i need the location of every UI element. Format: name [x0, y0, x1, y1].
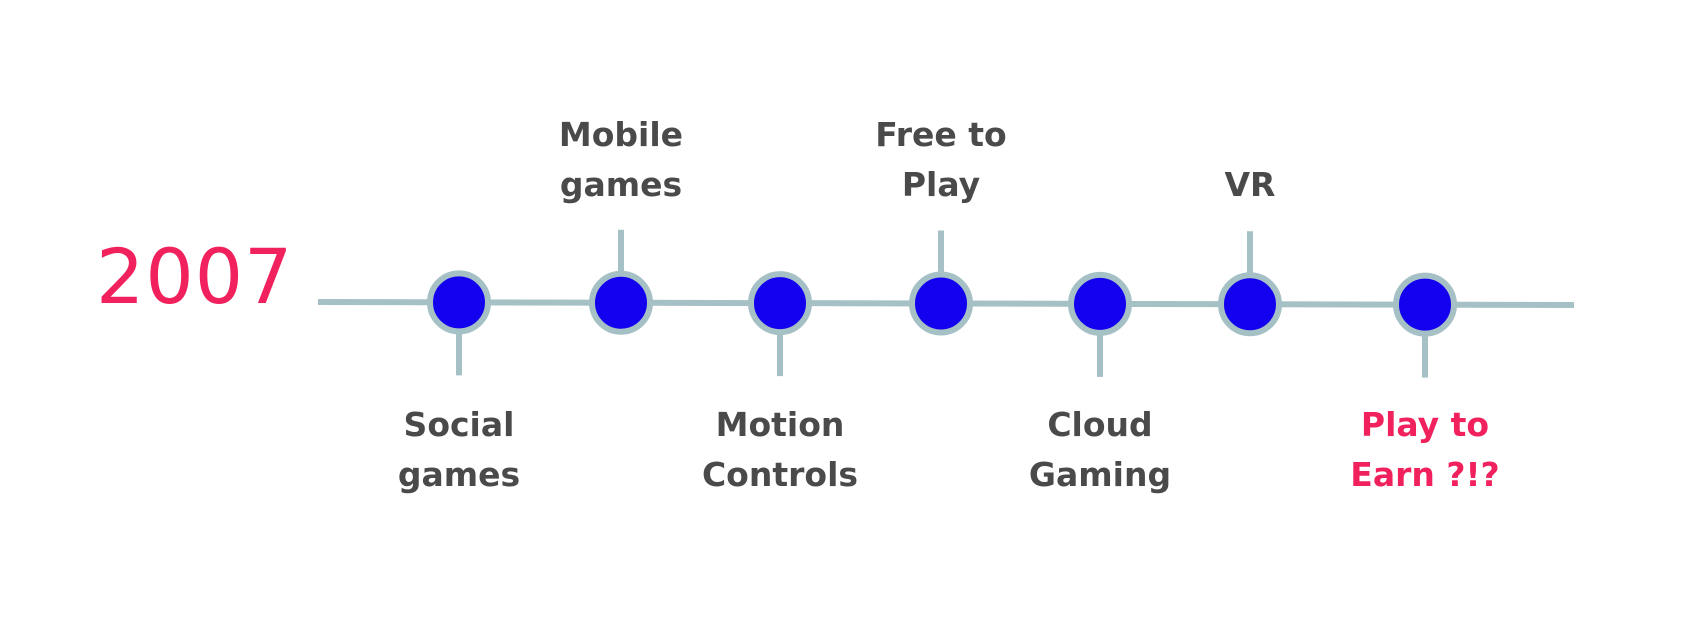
- milestone-node: [748, 271, 812, 336]
- milestone-label-line: Play to: [1360, 405, 1490, 444]
- milestone-node: [909, 271, 973, 336]
- milestone-label: Free to Play: [821, 110, 1061, 210]
- milestone-label-line: Earn ?!?: [1350, 455, 1500, 494]
- milestone-node: [1393, 272, 1457, 337]
- milestone-node: [1068, 271, 1132, 336]
- milestone-label-line: Mobile: [558, 115, 684, 154]
- milestone-label-line: Free to: [875, 115, 1007, 154]
- milestone-label-line: Social: [403, 405, 515, 444]
- milestone-label: Mobile games: [501, 110, 741, 210]
- milestone-label-line: games: [397, 455, 521, 494]
- milestone-nodes: [427, 229, 1457, 378]
- milestone-label-line: Gaming: [1028, 455, 1172, 494]
- milestone-node: [589, 270, 653, 335]
- milestone-label-line: games: [559, 165, 683, 204]
- milestone-label: Social games: [339, 400, 579, 500]
- milestone-label: VR: [1130, 160, 1370, 210]
- milestone-label: Play to Earn ?!?: [1305, 400, 1545, 500]
- milestone-label-line: Controls: [701, 455, 859, 494]
- start-year-label: 2007: [96, 232, 294, 321]
- milestone-label-line: VR: [1224, 165, 1276, 204]
- milestone-label-line: Play: [901, 165, 981, 204]
- milestone-node: [427, 270, 491, 335]
- milestone-label-line: Motion: [715, 405, 845, 444]
- milestone-node: [1218, 272, 1282, 337]
- milestone-label-line: Cloud: [1047, 405, 1153, 444]
